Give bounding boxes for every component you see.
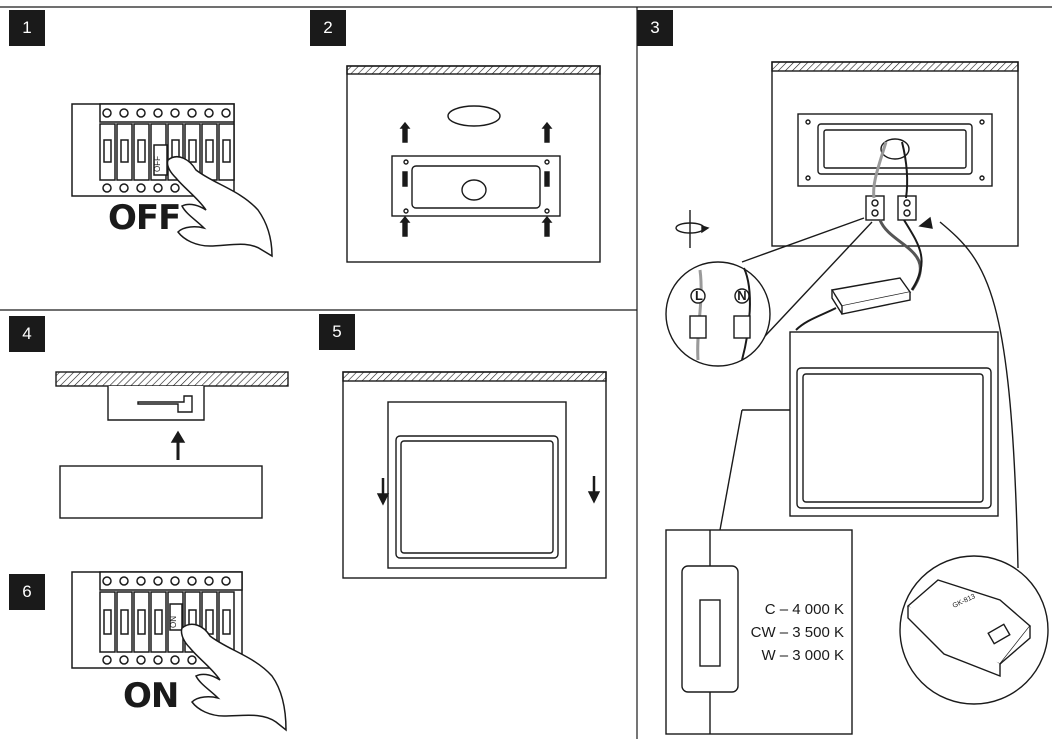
- off-label: OFF: [108, 198, 181, 238]
- rotate-screwdriver-icon: [675, 210, 710, 248]
- luminaire-body: [789, 331, 999, 517]
- hand-pointer-on: [180, 623, 287, 732]
- on-label: ON: [123, 676, 179, 716]
- breaker-top-terminals: [99, 571, 243, 591]
- wiring-view: [665, 61, 1049, 735]
- step-number-2: 2: [310, 10, 346, 46]
- color-temp-cold: C – 4 000 K: [764, 601, 844, 618]
- screw-icon: [399, 121, 553, 237]
- step-number-1: 1: [9, 10, 45, 46]
- grey-wire: [872, 141, 888, 199]
- color-temp-cool-white: CW – 3 500 K: [750, 624, 844, 641]
- panel-dividers: [0, 6, 1052, 739]
- ceiling-hatch: [771, 61, 1019, 72]
- step-number-4: 4: [9, 316, 45, 352]
- terminal-zoom-circle: [665, 261, 771, 367]
- hand-pointer-off: [166, 156, 273, 258]
- ceiling-hatch: [346, 65, 601, 75]
- mounting-plate-view: [346, 65, 601, 263]
- dark-wire: [901, 141, 909, 199]
- callout-lines: [719, 216, 1019, 569]
- step-number-6: 6: [9, 574, 45, 610]
- ceiling-hatch: [55, 371, 289, 387]
- step-number-3: 3: [637, 10, 673, 46]
- breaker-panel-off: [71, 103, 273, 258]
- driver-zoom-circle: [899, 555, 1049, 705]
- breaker-top-terminals: [99, 103, 235, 123]
- breaker-switch-on: [169, 603, 183, 631]
- live-terminal-label: L: [695, 288, 703, 303]
- luminaire-installed-view: [342, 371, 607, 579]
- switch-off-text: OFF: [153, 156, 162, 172]
- color-temp-warm: W – 3 000 K: [761, 647, 844, 664]
- breaker-switch-off: [153, 144, 168, 176]
- led-driver: [830, 277, 912, 315]
- color-temperature-switch-zoom: [665, 529, 853, 735]
- ceiling-hole: [447, 105, 501, 127]
- clip-mount-view: [55, 371, 289, 519]
- step-number-5: 5: [319, 314, 355, 350]
- switch-on-text: ON: [169, 616, 178, 628]
- ceiling-hatch: [342, 371, 607, 382]
- breaker-bottom-terminals: [102, 655, 214, 665]
- breaker-panel-on: [71, 571, 287, 732]
- neutral-terminal-label: N: [737, 288, 747, 303]
